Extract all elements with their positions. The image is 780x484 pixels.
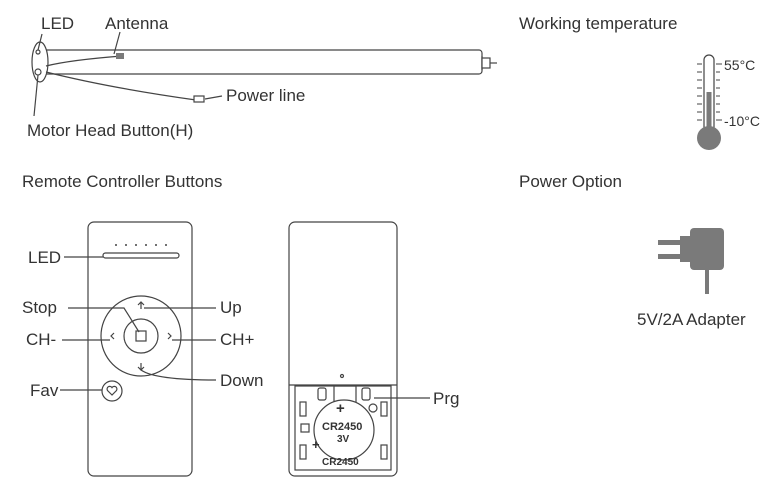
battery-bottom-text: CR2450 — [322, 457, 359, 468]
antenna-leader — [113, 31, 121, 55]
remote-controller-title: Remote Controller Buttons — [22, 172, 223, 191]
bay-square — [300, 423, 310, 433]
head-button-leader — [33, 74, 39, 117]
thermometer-bulb — [697, 126, 721, 150]
motor-led-label: LED — [41, 14, 75, 33]
ch-minus-label: CH- — [26, 330, 57, 349]
prg-button — [368, 403, 378, 413]
remote-dpad-inner — [123, 318, 159, 354]
power-line-plug — [193, 95, 205, 103]
back-hole — [339, 373, 345, 379]
stop-leader-line — [68, 307, 140, 333]
bay-slot-right-top — [380, 401, 388, 417]
up-arrow-icon — [137, 301, 145, 309]
battery-model-text: CR2450 — [322, 421, 363, 433]
led-leader — [37, 33, 43, 51]
adapter-label: 5V/2A Adapter — [637, 310, 746, 329]
adapter-prong-bottom — [658, 254, 680, 259]
ch-plus-label: CH+ — [220, 330, 255, 349]
power-option-title: Power Option — [519, 172, 622, 191]
bay-slot-left-top — [299, 401, 307, 417]
bay-slot-right-bottom — [380, 444, 388, 460]
coin-battery — [313, 399, 375, 461]
antenna-tip — [116, 53, 124, 59]
ch-minus-chevron-icon — [110, 332, 115, 340]
power-adapter — [658, 228, 724, 294]
fav-label: Fav — [30, 381, 59, 400]
adapter-neck — [680, 236, 692, 262]
motor-head — [31, 41, 49, 83]
stop-label: Stop — [22, 298, 57, 317]
up-label: Up — [220, 298, 242, 317]
fav-button-ring — [101, 380, 123, 402]
bay-plus-sign: + — [312, 437, 320, 452]
remote-led-bar — [102, 252, 180, 259]
bay-slot-left-bottom — [299, 444, 307, 460]
right-hook — [361, 387, 371, 401]
working-temperature-title: Working temperature — [519, 14, 678, 33]
heart-icon — [106, 385, 118, 396]
tubular-motor — [31, 31, 497, 117]
prg-label: Prg — [433, 389, 460, 408]
temp-max-label: 55°C — [724, 57, 756, 73]
adapter-prong-top — [658, 240, 680, 245]
battery-voltage-text: 3V — [337, 434, 350, 445]
adapter-body — [690, 228, 724, 270]
down-label: Down — [220, 371, 264, 390]
remote-back — [288, 221, 430, 477]
power-line-label: Power line — [226, 86, 306, 105]
left-hook — [317, 387, 327, 401]
motor-tube — [41, 49, 483, 75]
adapter-cable — [705, 270, 709, 294]
thermometer-fluid — [706, 92, 712, 132]
thermometer-ticks — [697, 63, 722, 121]
remote-led-label: LED — [28, 248, 62, 267]
thermometer — [697, 54, 722, 150]
stop-square — [135, 330, 147, 342]
motor-shaft — [481, 57, 491, 69]
remote-front — [60, 221, 217, 477]
temp-min-label: -10°C — [724, 113, 760, 129]
ch-plus-chevron-icon — [167, 332, 172, 340]
remote-back-body — [288, 221, 398, 477]
remote-led-dots — [115, 244, 167, 246]
antenna-wire — [45, 55, 123, 67]
motor-head-button-label: Motor Head Button(H) — [27, 121, 194, 140]
battery-plus-sign: + — [336, 400, 345, 417]
power-line-wire — [45, 71, 197, 101]
antenna-label: Antenna — [105, 14, 169, 33]
down-leader-line — [140, 369, 217, 381]
power-line-leader — [204, 95, 223, 100]
